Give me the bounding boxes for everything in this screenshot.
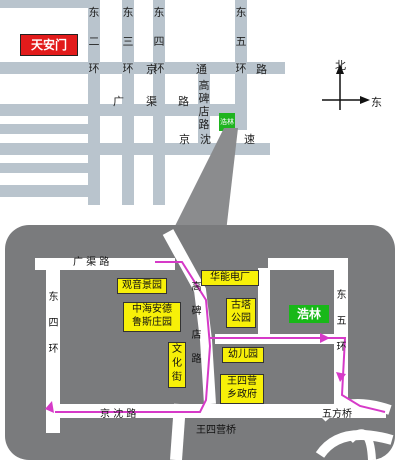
road-bottom-left (0, 185, 88, 197)
erhuan-label: 东 二 环 (88, 6, 100, 75)
inset-guangqu-road (35, 258, 175, 270)
inset-east-5th-ring (334, 258, 348, 408)
jingtong-road (0, 62, 285, 74)
guanyin-garden-label: 观音景园 (117, 278, 167, 294)
jingshen-su: 速 (244, 133, 255, 146)
inset-5th-ring-label: 东 五 环 (336, 290, 347, 353)
compass-north-label: 北 (335, 59, 346, 72)
inset-jingshen-label: 京 沈 路 (100, 409, 137, 420)
jingshen-highway (0, 143, 270, 155)
guangqu-qu: 渠 (146, 95, 157, 108)
compass-east-label: 东 (371, 96, 382, 109)
jingshen-jing: 京 (179, 133, 190, 146)
wuhuan-label: 东 五 环 (235, 6, 247, 75)
wangsiying-bridge-label: 王四营桥 (196, 425, 236, 436)
inset-jingshen-road (46, 404, 386, 418)
haolin-destination-label: 浩林 (289, 305, 329, 323)
road-mid-left (0, 124, 90, 134)
jingshen-shen: 沈 (200, 133, 211, 146)
jingtong-jing: 京 (146, 63, 157, 76)
wufang-bridge-label: 五方桥 (322, 409, 352, 420)
zhonghai-garden-label: 中海安德 鲁斯庄园 (123, 302, 181, 332)
inset-road-right-stub (258, 268, 270, 334)
inset-guangqu-label: 广 渠 路 (73, 257, 110, 268)
road-lower-left (0, 163, 90, 173)
guta-park-label: 古塔 公园 (226, 298, 256, 328)
sanhuan-label: 东 三 环 (122, 6, 134, 75)
haolin-location-marker: 浩林 (219, 113, 235, 131)
government-label: 王四营 乡政府 (220, 374, 264, 404)
jingtong-lu: 路 (256, 63, 267, 76)
tiananmen-label: 天安门 (20, 34, 78, 56)
compass-icon (322, 64, 370, 110)
guangqu-road (0, 104, 245, 116)
kindergarten-label: 幼儿园 (222, 347, 264, 363)
road-top-left (0, 0, 88, 8)
inset-east-4th-ring (46, 258, 60, 433)
gaobeidian-label: 高 碑 店 路 (198, 79, 210, 131)
huaneng-label: 华能电厂 (201, 270, 259, 286)
inset-gaobeidian-label: 高 碑 店 路 (191, 282, 202, 365)
inset-road-top-right (268, 258, 348, 270)
sihuan-label: 东 四 环 (153, 6, 165, 75)
guangqu-guang: 广 (113, 95, 124, 108)
wenhua-street-label: 文 化 街 (168, 342, 186, 388)
jingtong-tong: 通 (196, 63, 207, 76)
inset-4th-ring-label: 东 四 环 (48, 292, 59, 355)
guangqu-lu: 路 (178, 95, 189, 108)
